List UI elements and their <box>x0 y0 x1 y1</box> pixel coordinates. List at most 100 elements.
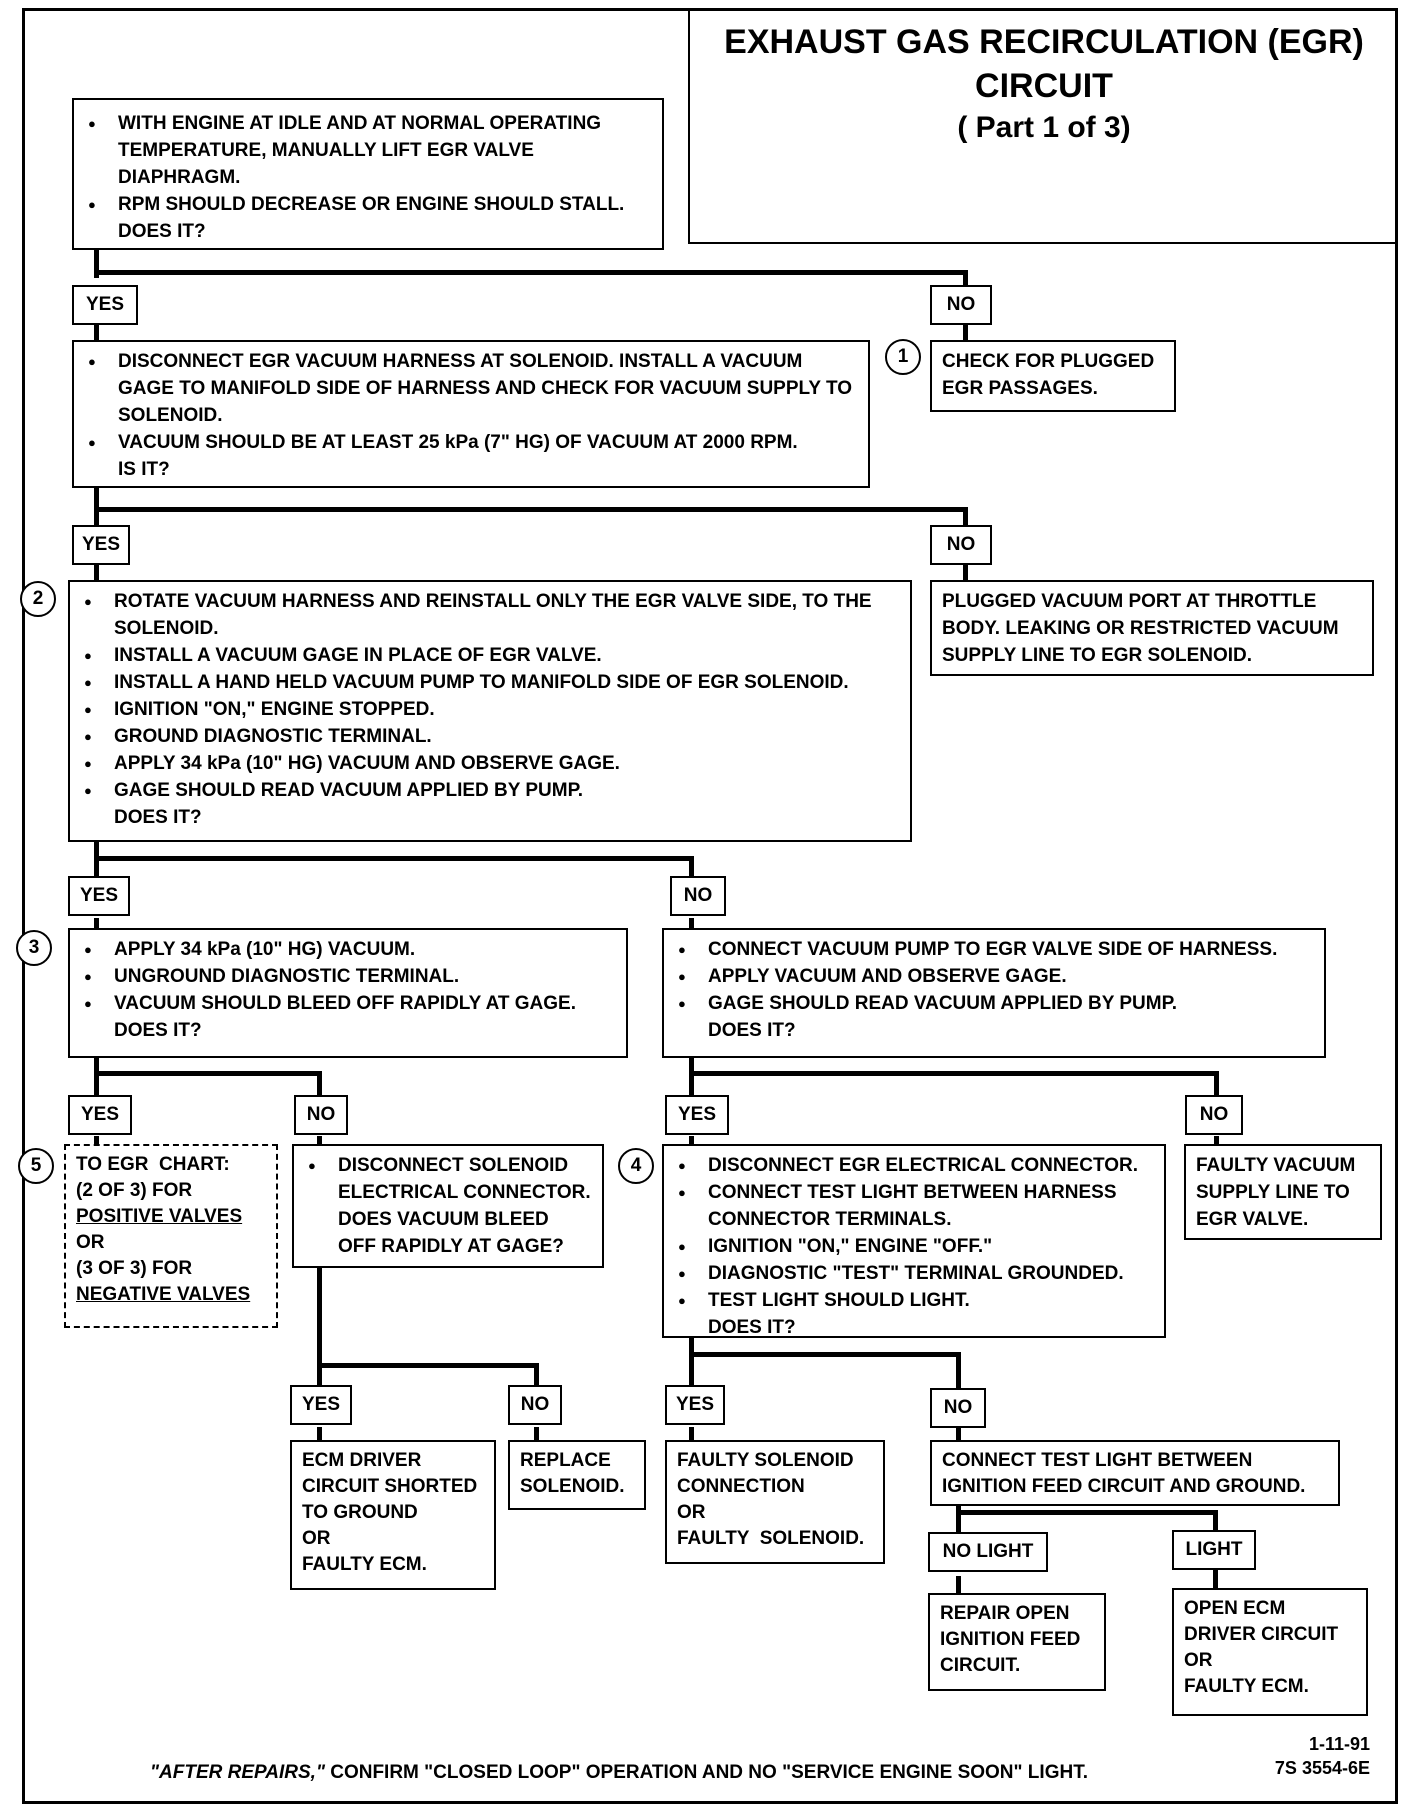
text-line: OR <box>302 1528 331 1549</box>
step-vacuum-supply-box: DISCONNECT EGR VACUUM HARNESS AT SOLENOI… <box>72 340 870 488</box>
bullet: INSTALL A HAND HELD VACUUM PUMP TO MANIF… <box>84 669 900 696</box>
footer-emphasis: "AFTER REPAIRS," <box>150 1762 325 1783</box>
text-line: (3 OF 3) FOR <box>76 1258 193 1279</box>
bullet: DISCONNECT EGR ELECTRICAL CONNECTOR. <box>678 1152 1154 1179</box>
question: IS IT? <box>118 459 170 480</box>
connector <box>963 270 968 288</box>
bullet: APPLY VACUUM AND OBSERVE GAGE. <box>678 963 1314 990</box>
connector <box>963 565 968 585</box>
text-line: FAULTY ECM. <box>1184 1676 1309 1697</box>
yes-label: YES <box>290 1385 352 1425</box>
connector <box>689 1338 694 1388</box>
connector <box>956 1576 961 1596</box>
no-label: NO <box>930 285 992 325</box>
result-text: FAULTY VACUUM SUPPLY LINE TO EGR VALVE. <box>1196 1155 1356 1230</box>
connector <box>1213 1570 1218 1590</box>
no-label: NO <box>930 525 992 565</box>
step-rotate-harness-box: ROTATE VACUUM HARNESS AND REINSTALL ONLY… <box>68 580 912 842</box>
light-label: LIGHT <box>1172 1530 1256 1570</box>
bullet: DISCONNECT SOLENOID ELECTRICAL CONNECTOR… <box>308 1152 592 1260</box>
text-line: DRIVER CIRCUIT <box>1184 1624 1339 1645</box>
bullet: WITH ENGINE AT IDLE AND AT NORMAL OPERAT… <box>88 110 652 191</box>
text-line: CONNECT TEST LIGHT BETWEEN <box>942 1450 1253 1471</box>
connector <box>94 1058 99 1096</box>
question: DOES IT? <box>118 221 206 242</box>
footer-text: CONFIRM "CLOSED LOOP" OPERATION AND NO "… <box>324 1762 1088 1783</box>
connector <box>317 1255 322 1387</box>
connector <box>689 1352 961 1357</box>
connector <box>956 1510 1218 1515</box>
connector <box>94 486 99 526</box>
no-label: NO <box>670 876 726 916</box>
connector <box>689 1136 694 1148</box>
result-text: CHECK FOR PLUGGED EGR PASSAGES. <box>942 351 1155 399</box>
yes-label: YES <box>72 525 130 565</box>
connector <box>94 270 968 275</box>
text-line: IGNITION FEED CIRCUIT AND GROUND. <box>942 1476 1306 1497</box>
negative-valves-link[interactable]: NEGATIVE VALVES <box>76 1284 251 1305</box>
title-line-1: EXHAUST GAS RECIRCULATION (EGR) <box>724 23 1364 61</box>
faulty-vacuum-line-box: FAULTY VACUUM SUPPLY LINE TO EGR VALVE. <box>1184 1144 1382 1240</box>
connector <box>94 325 99 345</box>
bullet: UNGROUND DIAGNOSTIC TERMINAL. <box>84 963 616 990</box>
text-line: CIRCUIT SHORTED <box>302 1476 478 1497</box>
text-line: REPAIR OPEN <box>940 1603 1070 1624</box>
connect-test-light-box: CONNECT TEST LIGHT BETWEEN IGNITION FEED… <box>930 1440 1340 1506</box>
open-ecm-driver-box: OPEN ECM DRIVER CIRCUIT OR FAULTY ECM. <box>1172 1588 1368 1716</box>
no-label: NO <box>294 1095 348 1135</box>
connector <box>94 507 968 512</box>
text-line: REPLACE <box>520 1450 611 1471</box>
connector <box>1214 1136 1219 1148</box>
bullet: CONNECT TEST LIGHT BETWEEN HARNESS CONNE… <box>678 1179 1154 1233</box>
yes-label: YES <box>665 1385 725 1425</box>
footer-note: "AFTER REPAIRS," CONFIRM "CLOSED LOOP" O… <box>150 1762 1088 1784</box>
connector <box>689 1071 1219 1076</box>
yes-label: YES <box>72 285 138 325</box>
result-text: PLUGGED VACUUM PORT AT THROTTLE BODY. LE… <box>942 591 1339 666</box>
text-line: (2 OF 3) FOR <box>76 1180 193 1201</box>
bullet: APPLY 34 kPa (10" HG) VACUUM AND OBSERVE… <box>84 750 900 777</box>
connector <box>94 1071 322 1076</box>
connector <box>534 1427 539 1442</box>
bullet: INSTALL A VACUUM GAGE IN PLACE OF EGR VA… <box>84 642 900 669</box>
connector <box>94 856 694 861</box>
step-marker-2: 2 <box>20 581 56 617</box>
bullet: RPM SHOULD DECREASE OR ENGINE SHOULD STA… <box>88 191 652 218</box>
connector <box>956 1504 961 1532</box>
ecm-driver-shorted-box: ECM DRIVER CIRCUIT SHORTED TO GROUND OR … <box>290 1440 496 1590</box>
text-line: OR <box>677 1502 706 1523</box>
yes-label: YES <box>68 1095 132 1135</box>
plugged-vacuum-port-box: PLUGGED VACUUM PORT AT THROTTLE BODY. LE… <box>930 580 1374 676</box>
replace-solenoid-box: REPLACE SOLENOID. <box>508 1440 646 1510</box>
bullet: IGNITION "ON," ENGINE "OFF." <box>678 1233 1154 1260</box>
faulty-solenoid-box: FAULTY SOLENOID CONNECTION OR FAULTY SOL… <box>665 1440 885 1564</box>
title-block: EXHAUST GAS RECIRCULATION (EGR) CIRCUIT … <box>688 8 1398 244</box>
positive-valves-link[interactable]: POSITIVE VALVES <box>76 1206 243 1227</box>
connector <box>534 1363 539 1387</box>
no-light-label: NO LIGHT <box>928 1532 1048 1572</box>
connector <box>1214 1071 1219 1095</box>
connector <box>317 1136 322 1148</box>
step-connect-pump-box: CONNECT VACUUM PUMP TO EGR VALVE SIDE OF… <box>662 928 1326 1058</box>
no-label: NO <box>508 1385 562 1425</box>
connector <box>94 918 99 930</box>
text-line: ECM DRIVER <box>302 1450 422 1471</box>
connector <box>956 1352 961 1390</box>
text-line: OR <box>76 1232 105 1253</box>
text-line: FAULTY SOLENOID <box>677 1450 854 1471</box>
yes-label: YES <box>665 1095 729 1135</box>
bullet: VACUUM SHOULD BLEED OFF RAPIDLY AT GAGE. <box>84 990 616 1017</box>
text-line: SOLENOID. <box>520 1476 625 1497</box>
question: DOES IT? <box>114 1020 202 1041</box>
step-marker-4: 4 <box>618 1148 654 1184</box>
connector <box>963 507 968 527</box>
text-line: OR <box>1184 1650 1213 1671</box>
connector <box>94 250 99 278</box>
question: DOES IT? <box>708 1317 796 1338</box>
bullet: IGNITION "ON," ENGINE STOPPED. <box>84 696 900 723</box>
question: DOES IT? <box>708 1020 796 1041</box>
connector <box>689 856 694 878</box>
text-line: CONNECTION <box>677 1476 805 1497</box>
step-electrical-connector-box: DISCONNECT EGR ELECTRICAL CONNECTOR. CON… <box>662 1144 1166 1338</box>
